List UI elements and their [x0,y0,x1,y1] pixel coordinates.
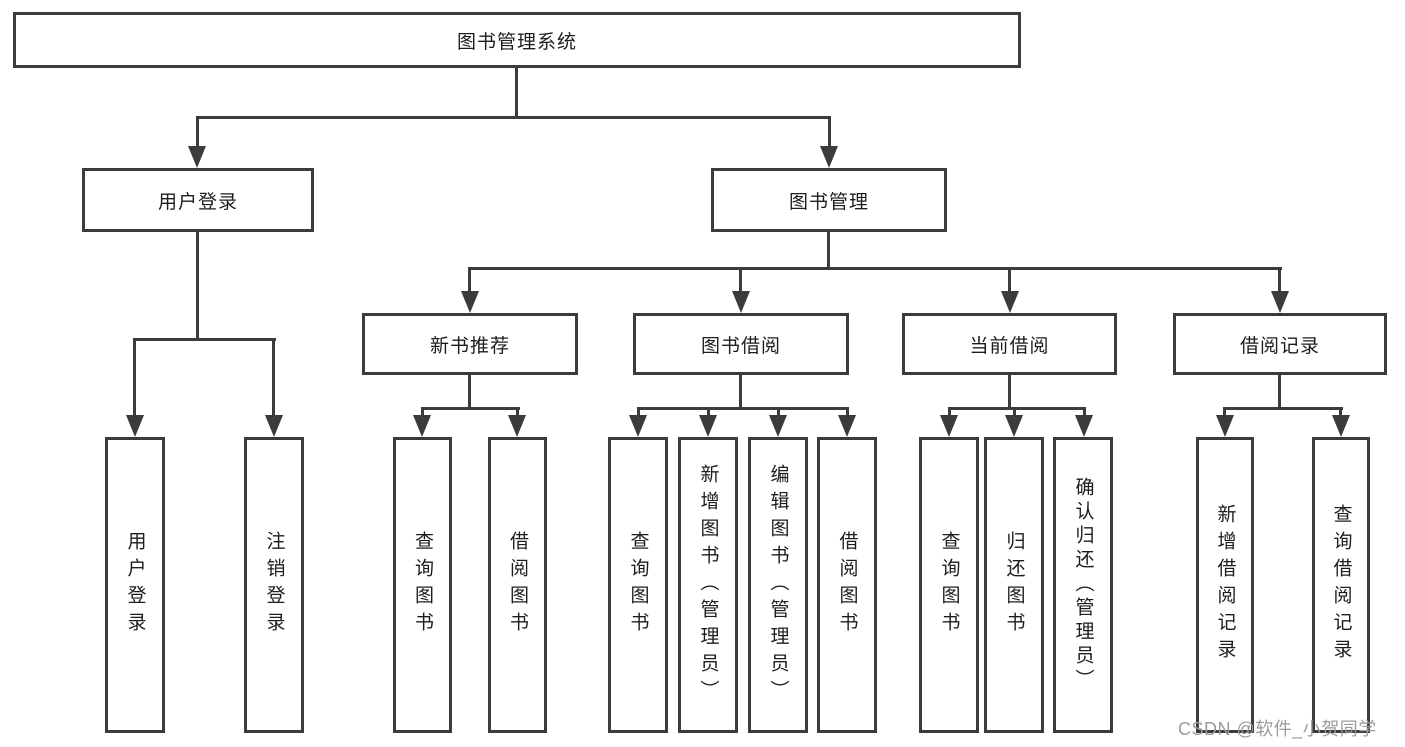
node-borrow-records-label: 借阅记录 [1239,335,1320,357]
connector-line [272,338,275,419]
leaf-query-book-3: 查询图书 [919,437,979,733]
arrow-down-icon [461,291,479,313]
connector-line [196,116,831,119]
leaf-return-book: 归还图书 [984,437,1044,733]
connector-line [196,116,199,150]
node-current-borrow-label: 当前借阅 [969,335,1050,357]
connector-line [948,407,951,419]
leaf-query-book-1-label: 查询图书 [412,531,433,639]
connector-line [637,407,640,419]
leaf-borrow-book-2: 借阅图书 [817,437,877,733]
node-book-management-label: 图书管理 [788,191,869,213]
arrow-down-icon [820,146,838,168]
node-root-label: 图书管理系统 [456,31,577,53]
connector-line [1278,267,1281,295]
connector-line [846,407,849,419]
arrow-down-icon [265,415,283,437]
leaf-add-borrow-record-label: 新增借阅记录 [1214,504,1236,666]
leaf-borrow-book-2-label: 借阅图书 [836,531,858,639]
arrow-down-icon [1005,415,1023,437]
leaf-query-book-2: 查询图书 [608,437,668,733]
leaf-user-login: 用户登录 [105,437,165,733]
watermark: CSDN @软件_小贺同学 [1178,719,1377,739]
leaf-query-borrow-record-label: 查询借阅记录 [1330,504,1352,666]
connector-line [1223,407,1343,410]
connector-line [468,375,471,410]
connector-line [421,407,520,410]
node-new-book-recommend-label: 新书推荐 [429,335,510,357]
connector-line [1278,375,1281,410]
arrow-down-icon [1332,415,1350,437]
leaf-edit-book-admin: 编辑图书（管理员） [748,437,808,733]
leaf-query-book-2-label: 查询图书 [627,531,649,639]
node-book-borrow: 图书借阅 [633,313,849,375]
connector-line [1008,375,1011,410]
arrow-down-icon [940,415,958,437]
node-user-login-label: 用户登录 [157,191,238,213]
arrow-down-icon [413,415,431,437]
node-root: 图书管理系统 [13,12,1021,68]
connector-line [1008,267,1011,295]
node-borrow-records: 借阅记录 [1173,313,1387,375]
connector-line [948,407,1086,410]
leaf-query-book-1: 查询图书 [393,437,452,733]
connector-line [196,232,199,341]
arrow-down-icon [732,291,750,313]
arrow-down-icon [838,415,856,437]
connector-line [777,407,780,419]
leaf-query-borrow-record: 查询借阅记录 [1312,437,1370,733]
arrow-down-icon [1216,415,1234,437]
arrow-down-icon [699,415,717,437]
connector-line [1223,407,1226,419]
connector-line [637,407,849,410]
arrow-down-icon [126,415,144,437]
connector-line [739,267,742,295]
node-new-book-recommend: 新书推荐 [362,313,578,375]
connector-line [468,267,471,295]
connector-line [1013,407,1016,419]
connector-line [421,407,424,419]
leaf-logout-label: 注销登录 [263,531,285,639]
arrow-down-icon [1001,291,1019,313]
leaf-return-book-label: 归还图书 [1003,531,1025,639]
connector-line [468,267,1282,270]
connector-line [133,338,276,341]
connector-line [1083,407,1086,419]
arrow-down-icon [508,415,526,437]
arrow-down-icon [1271,291,1289,313]
leaf-user-login-label: 用户登录 [124,531,146,639]
node-book-borrow-label: 图书借阅 [700,335,781,357]
leaf-edit-book-admin-label: 编辑图书（管理员） [767,463,789,707]
connector-line [133,338,136,419]
arrow-down-icon [769,415,787,437]
leaf-confirm-return-admin: 确认归还（管理员） [1053,437,1113,733]
connector-line [515,68,518,116]
leaf-confirm-return-admin-label: 确认归还（管理员） [1072,477,1094,693]
leaf-borrow-book-1-label: 借阅图书 [507,531,528,639]
leaf-add-borrow-record: 新增借阅记录 [1196,437,1254,733]
leaf-add-book-admin: 新增图书（管理员） [678,437,738,733]
arrow-down-icon [1075,415,1093,437]
connector-line [828,116,831,150]
connector-line [1339,407,1342,419]
leaf-logout: 注销登录 [244,437,304,733]
node-user-login: 用户登录 [82,168,314,232]
arrow-down-icon [629,415,647,437]
connector-line [827,232,830,270]
connector-line [707,407,710,419]
connector-line [739,375,742,410]
connector-line [516,407,519,419]
node-current-borrow: 当前借阅 [902,313,1117,375]
leaf-add-book-admin-label: 新增图书（管理员） [697,463,719,707]
node-book-management: 图书管理 [711,168,947,232]
leaf-query-book-3-label: 查询图书 [938,531,960,639]
leaf-borrow-book-1: 借阅图书 [488,437,547,733]
arrow-down-icon [188,146,206,168]
